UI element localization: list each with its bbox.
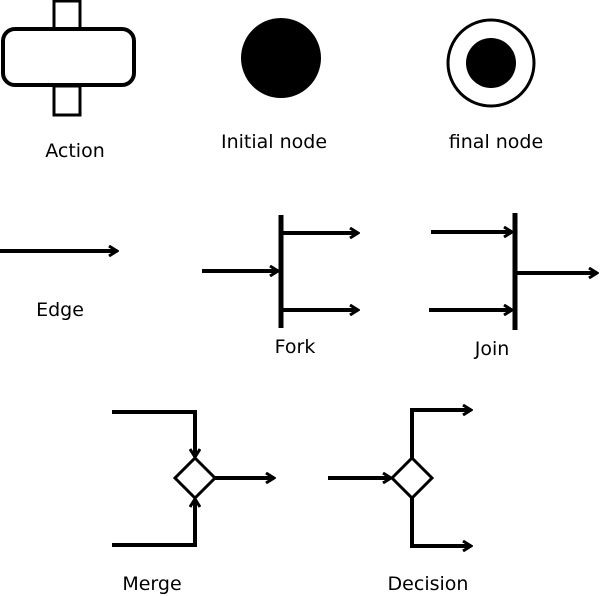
final-node-symbol: final node bbox=[446, 18, 543, 153]
join-symbol: Join bbox=[429, 213, 597, 360]
final-node-label: final node bbox=[449, 131, 543, 153]
merge-symbol: Merge bbox=[112, 410, 274, 595]
action-label: Action bbox=[45, 140, 105, 162]
decision-output-arrow-top bbox=[410, 410, 471, 458]
edge-symbol: Edge bbox=[0, 251, 117, 321]
initial-node-circle bbox=[241, 18, 321, 98]
merge-diamond bbox=[172, 455, 218, 501]
initial-node-symbol: Initial node bbox=[221, 18, 327, 153]
action-bottom-pin bbox=[52, 84, 82, 117]
action-box bbox=[1, 27, 136, 87]
fork-symbol: Fork bbox=[202, 215, 358, 358]
action-symbol: Action bbox=[1, 0, 136, 162]
action-top-pin bbox=[52, 0, 82, 31]
merge-input-arrow-bottom bbox=[112, 499, 195, 547]
join-label: Join bbox=[474, 338, 510, 360]
edge-label: Edge bbox=[36, 299, 84, 321]
decision-symbol: Decision bbox=[328, 410, 471, 595]
merge-label: Merge bbox=[122, 573, 181, 595]
decision-label: Decision bbox=[388, 573, 469, 595]
decision-diamond bbox=[389, 455, 435, 501]
fork-label: Fork bbox=[275, 336, 316, 358]
final-node-inner-dot bbox=[466, 38, 516, 88]
decision-output-arrow-bottom bbox=[410, 498, 471, 546]
initial-node-label: Initial node bbox=[221, 131, 327, 153]
merge-input-arrow-top bbox=[112, 410, 195, 457]
